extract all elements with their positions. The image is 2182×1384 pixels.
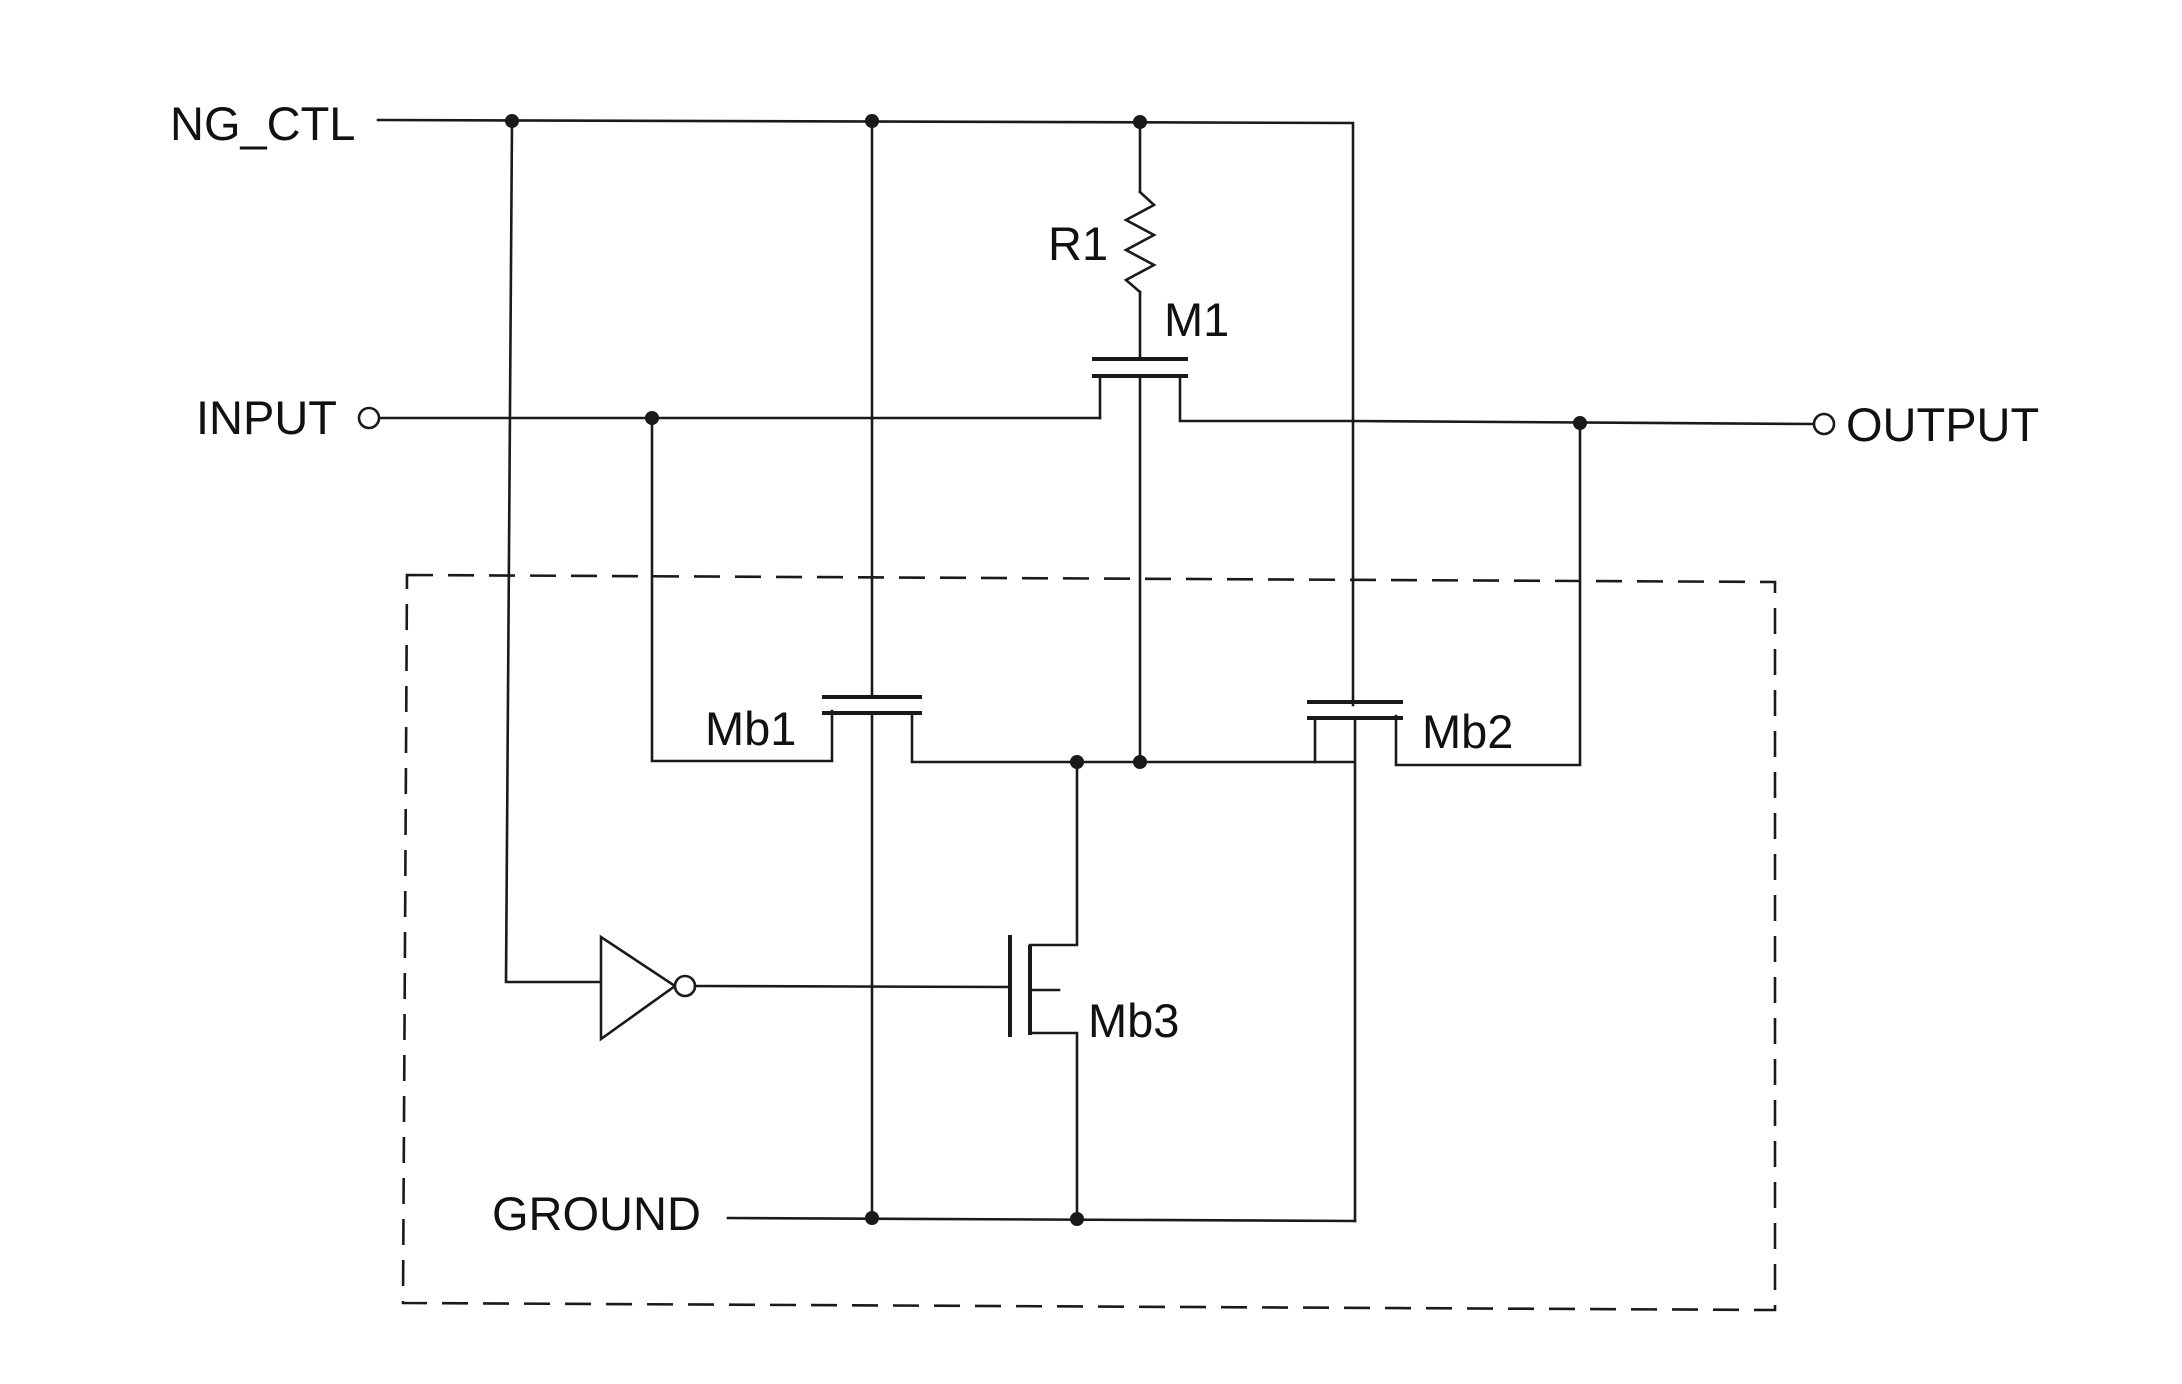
- inverter-to-mb3-wire: [695, 986, 1010, 987]
- junction-dot: [865, 114, 879, 128]
- input-terminal: [359, 408, 379, 428]
- mb1-label: Mb1: [705, 702, 796, 755]
- junction-dot: [1133, 115, 1147, 129]
- ng-ctl-label: NG_CTL: [170, 97, 355, 150]
- ng-ctl-drop-inverter: [506, 121, 599, 982]
- ng-ctl-wire: [378, 120, 1353, 705]
- inverter-symbol: [601, 937, 675, 1039]
- junction-dot: [1133, 755, 1147, 769]
- mb1-drain-wire: [912, 713, 1353, 762]
- inverter-bubble: [675, 976, 695, 996]
- junction-dot: [1070, 755, 1084, 769]
- mb3-drain-wire: [1030, 762, 1077, 955]
- mb3-label: Mb3: [1088, 994, 1179, 1047]
- junction-dot: [645, 411, 659, 425]
- junction-dot: [1070, 1212, 1084, 1226]
- output-terminal: [1814, 414, 1834, 434]
- r1-resistor: [1126, 192, 1154, 292]
- junction-dot: [865, 1211, 879, 1225]
- r1-label: R1: [1048, 217, 1108, 270]
- m1-label: M1: [1164, 293, 1229, 346]
- junction-dot: [1573, 416, 1587, 430]
- ground-label: GROUND: [492, 1187, 701, 1240]
- mb2-label: Mb2: [1422, 705, 1513, 758]
- ground-wire: [728, 1218, 1355, 1221]
- output-label: OUTPUT: [1846, 398, 2039, 451]
- junction-dot: [505, 114, 519, 128]
- mb3-source-wire: [1030, 1025, 1077, 1220]
- input-label: INPUT: [196, 391, 337, 444]
- m1-drain-wire: [1180, 376, 1353, 421]
